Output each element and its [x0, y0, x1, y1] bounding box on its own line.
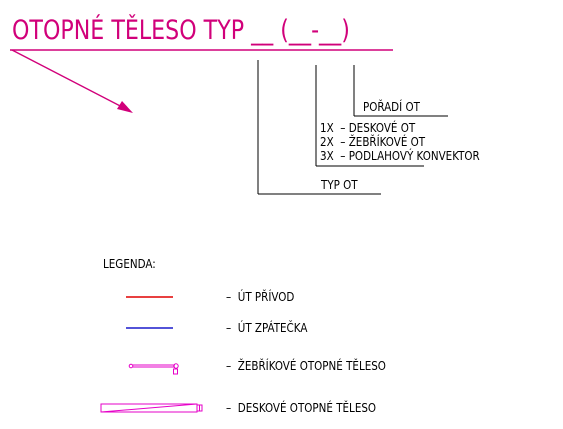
- legend-label-supply: – ÚT PŘÍVOD: [226, 289, 295, 304]
- diagram-title: OTOPNÉ TĚLESO TYP __ (__-__): [12, 15, 350, 46]
- label-typ-ot: TYP OT: [321, 177, 358, 192]
- legend-heading: LEGENDA:: [103, 256, 156, 271]
- legend-label-ladder: – ŽEBŘÍKOVÉ OTOPNÉ TĚLESO: [226, 358, 386, 373]
- callout-tree: [257, 60, 448, 195]
- label-type-3: 3X – PODLAHOVÝ KONVEKTOR: [320, 148, 480, 163]
- label-type-1: 1X – DESKOVÉ OT: [320, 120, 416, 135]
- legend-label-return: – ÚT ZPÁTEČKA: [226, 320, 308, 335]
- leader-line: [11, 49, 129, 111]
- leader-arrowhead: [117, 101, 133, 113]
- legend-label-panel: – DESKOVÉ OTOPNÉ TĚLESO: [226, 400, 377, 415]
- ladder-radiator-symbol: [128, 363, 179, 375]
- label-poradi-ot: POŘADÍ OT: [363, 99, 420, 114]
- label-type-2: 2X – ŽEBŘÍKOVÉ OT: [320, 134, 426, 149]
- panel-radiator-symbol: [100, 403, 203, 413]
